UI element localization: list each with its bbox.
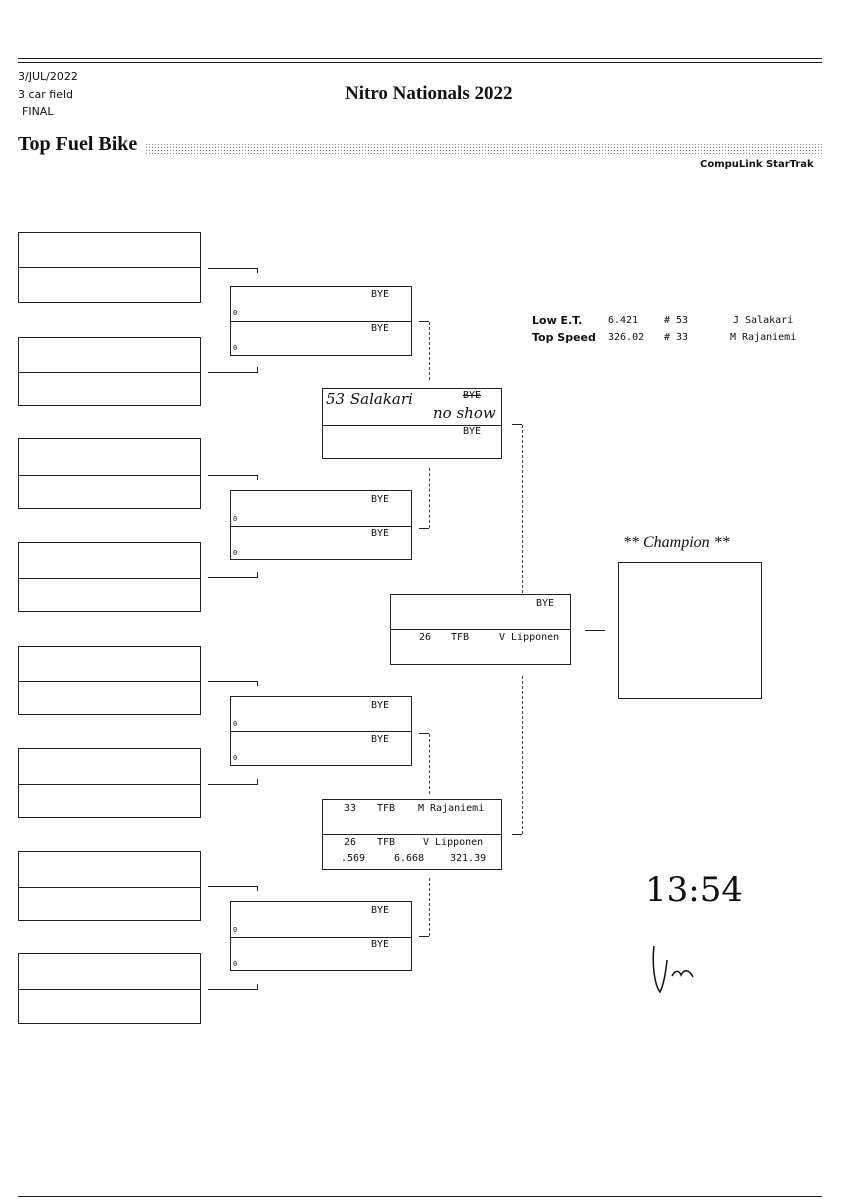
connector bbox=[585, 630, 605, 631]
top-speed-label: Top Speed bbox=[532, 331, 596, 344]
qualifier-box-5 bbox=[18, 646, 201, 715]
final-bottom-class: TFB bbox=[451, 632, 470, 643]
handwritten-winner-name: 53 Salakari bbox=[326, 390, 413, 408]
connector bbox=[208, 372, 258, 373]
connector bbox=[257, 367, 258, 372]
connector bbox=[208, 989, 258, 990]
race-date: 3/JUL/2022 bbox=[18, 70, 78, 83]
connector-dashed bbox=[429, 322, 430, 380]
connector bbox=[257, 886, 258, 891]
page-title: Nitro Nationals 2022 bbox=[345, 83, 513, 104]
connector bbox=[419, 733, 429, 734]
lane-top-driver: M Rajaniemi bbox=[418, 803, 485, 814]
connector bbox=[208, 268, 258, 269]
final-top-bye: BYE bbox=[536, 598, 555, 609]
event-class: Top Fuel Bike bbox=[18, 133, 138, 155]
connector bbox=[208, 577, 258, 578]
header-rule-bottom bbox=[18, 62, 822, 63]
final-bottom-number: 26 bbox=[419, 632, 432, 643]
connector bbox=[419, 528, 429, 529]
lane-top-class: TFB bbox=[377, 803, 396, 814]
lane-top-zero: 0 bbox=[233, 515, 238, 523]
lane-top-number: 33 bbox=[344, 803, 357, 814]
round2-pair-bottom: 33 TFB M Rajaniemi 26 TFB V Lipponen .56… bbox=[322, 799, 502, 870]
lane-bottom-number: 26 bbox=[344, 837, 357, 848]
low-et-car: # 53 bbox=[664, 315, 689, 326]
champion-label: ** Champion ** bbox=[623, 534, 730, 551]
connector bbox=[257, 681, 258, 686]
round1-pair-3: BYE 0 BYE 0 bbox=[230, 696, 412, 766]
lane-bottom-driver: V Lipponen bbox=[423, 837, 484, 848]
connector-dashed bbox=[429, 468, 430, 528]
round2-pair-top: 53 Salakari BYE no show BYE bbox=[322, 388, 502, 459]
connector bbox=[257, 475, 258, 480]
round-name: FINAL bbox=[22, 105, 54, 118]
top-speed-value: 326.02 bbox=[608, 332, 645, 343]
dotted-rule bbox=[145, 143, 822, 155]
lane-top-bye: BYE bbox=[371, 700, 390, 711]
lane-top-zero: 0 bbox=[233, 720, 238, 728]
connector bbox=[257, 572, 258, 577]
lane-bottom-zero: 0 bbox=[233, 549, 238, 557]
low-et-value: 6.421 bbox=[608, 315, 639, 326]
reaction-time: .569 bbox=[341, 853, 366, 864]
lane-bottom-bye: BYE bbox=[371, 323, 390, 334]
lane-bottom-zero: 0 bbox=[233, 754, 238, 762]
final-pair: BYE 26 TFB V Lipponen bbox=[390, 594, 571, 665]
connector bbox=[208, 681, 258, 682]
connector bbox=[257, 268, 258, 273]
connector bbox=[208, 886, 258, 887]
lane-bottom-bye: BYE bbox=[371, 528, 390, 539]
qualifier-box-3 bbox=[18, 438, 201, 509]
header-rule-top bbox=[18, 58, 822, 59]
speed: 321.39 bbox=[450, 853, 487, 864]
lane-bottom-zero: 0 bbox=[233, 960, 238, 968]
low-et-driver: J Salakari bbox=[733, 315, 794, 326]
lane-bottom-bye: BYE bbox=[371, 939, 390, 950]
struck-bye: BYE bbox=[463, 390, 482, 401]
field-size: 3 car field bbox=[18, 88, 74, 101]
lane-bottom-bye: BYE bbox=[371, 734, 390, 745]
connector bbox=[512, 424, 522, 425]
connector bbox=[257, 779, 258, 784]
round1-pair-1: BYE 0 BYE 0 bbox=[230, 286, 412, 356]
round1-pair-4: BYE 0 BYE 0 bbox=[230, 901, 412, 971]
handwritten-no-show: no show bbox=[433, 404, 496, 422]
lane-top-bye: BYE bbox=[371, 905, 390, 916]
lane-bottom-bye: BYE bbox=[463, 426, 482, 437]
elapsed-time: 6.668 bbox=[394, 853, 425, 864]
connector-dashed bbox=[522, 425, 523, 593]
initials-signature bbox=[652, 945, 694, 994]
footer-rule bbox=[18, 1196, 822, 1197]
connector bbox=[257, 984, 258, 989]
connector bbox=[512, 834, 522, 835]
qualifier-box-4 bbox=[18, 542, 201, 612]
qualifier-box-6 bbox=[18, 748, 201, 818]
low-et-label: Low E.T. bbox=[532, 314, 583, 327]
lane-top-bye: BYE bbox=[371, 494, 390, 505]
brand-label: CompuLink StarTrak bbox=[700, 159, 814, 170]
lane-top-bye: BYE bbox=[371, 289, 390, 300]
top-speed-car: # 33 bbox=[664, 332, 689, 343]
connector bbox=[419, 321, 429, 322]
lane-bottom-class: TFB bbox=[377, 837, 396, 848]
connector bbox=[208, 784, 258, 785]
qualifier-box-8 bbox=[18, 953, 201, 1024]
connector bbox=[419, 936, 429, 937]
lane-top-zero: 0 bbox=[233, 926, 238, 934]
lane-top-zero: 0 bbox=[233, 309, 238, 317]
connector-dashed bbox=[522, 676, 523, 834]
top-speed-driver: M Rajaniemi bbox=[730, 332, 797, 343]
handwritten-time: 13:54 bbox=[645, 870, 743, 910]
qualifier-box-1 bbox=[18, 232, 201, 303]
lane-bottom-zero: 0 bbox=[233, 344, 238, 352]
connector-dashed bbox=[429, 734, 430, 794]
qualifier-box-7 bbox=[18, 851, 201, 921]
connector bbox=[208, 475, 258, 476]
connector-dashed bbox=[429, 878, 430, 936]
champion-box bbox=[618, 562, 762, 699]
final-bottom-driver: V Lipponen bbox=[499, 632, 560, 643]
qualifier-box-2 bbox=[18, 337, 201, 406]
round1-pair-2: BYE 0 BYE 0 bbox=[230, 490, 412, 560]
